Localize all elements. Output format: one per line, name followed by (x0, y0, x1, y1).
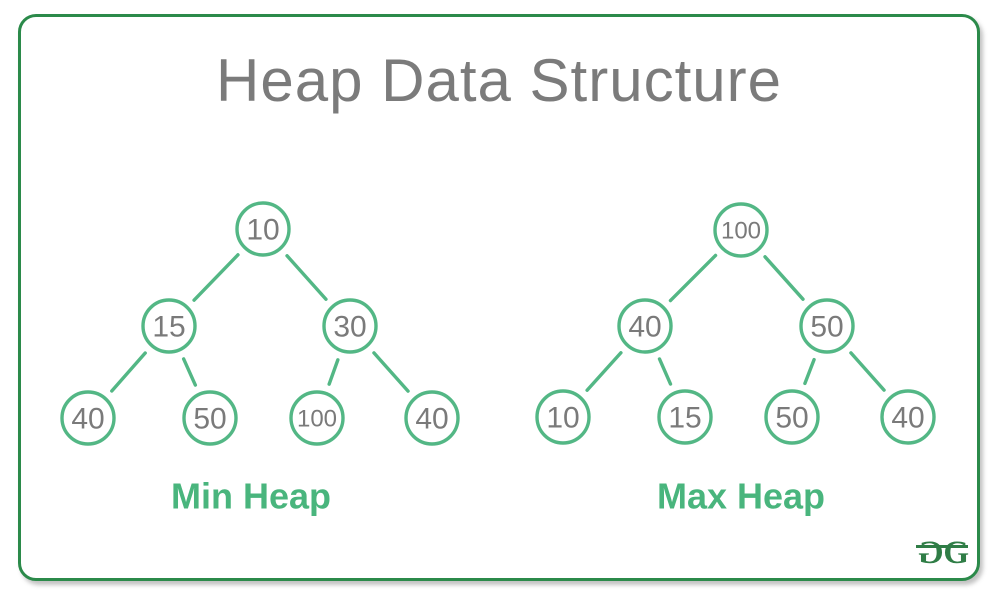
tree-node-circle (713, 202, 769, 258)
tree-node-circle (141, 298, 197, 354)
tree-node-value: 10 (546, 402, 579, 435)
tree-node-value: 50 (810, 311, 843, 344)
tree-node-value: 100 (297, 405, 337, 432)
tree-edge (803, 357, 816, 386)
tree-node-circle (799, 298, 855, 354)
tree-node-circle (880, 389, 936, 445)
page-title: Heap Data Structure (216, 47, 782, 114)
tree-edge (668, 253, 718, 303)
tree-label: Min Heap (171, 476, 331, 517)
tree-node-value: 40 (628, 311, 661, 344)
tree-node-circle (322, 298, 378, 354)
tree-edge (110, 351, 147, 393)
tree-edge (285, 254, 328, 301)
tree-node-circle (764, 389, 820, 445)
tree-edge (585, 351, 623, 392)
tree-node-value: 10 (246, 214, 279, 247)
tree-node-circle (657, 389, 713, 445)
tree-edge (849, 351, 886, 392)
tree-node-circle (617, 298, 673, 354)
logo-letter-reversed-g: G (919, 535, 944, 571)
tree-node-value: 100 (721, 217, 761, 244)
tree-node-value: 40 (71, 403, 104, 436)
diagram-card: Heap Data Structure (18, 14, 980, 581)
tree-edge (763, 255, 805, 301)
tree-edge (192, 253, 240, 302)
tree-node-value: 40 (891, 402, 924, 435)
tree-node-circle (289, 390, 345, 446)
tree-edge (181, 357, 198, 387)
tree-node-circle (60, 390, 116, 446)
logo-crossbar (915, 545, 968, 548)
tree-node-circle (235, 201, 291, 257)
tree-node-value: 15 (152, 311, 185, 344)
tree-node-circle (535, 389, 591, 445)
geeksforgeeks-logo: GG (915, 535, 969, 571)
tree-node-value: 30 (333, 311, 366, 344)
tree-edge (372, 351, 410, 393)
tree-node-value: 50 (775, 402, 808, 435)
tree-edge (657, 357, 673, 386)
tree-node-circle (404, 390, 460, 446)
logo-letter-g: G (943, 535, 969, 571)
tree-node-value: 50 (193, 403, 226, 436)
tree-label: Max Heap (657, 476, 825, 517)
tree-node-circle (182, 390, 238, 446)
tree-edge (327, 358, 340, 386)
tree-node-value: 15 (668, 402, 701, 435)
tree-node-value: 40 (415, 403, 448, 436)
